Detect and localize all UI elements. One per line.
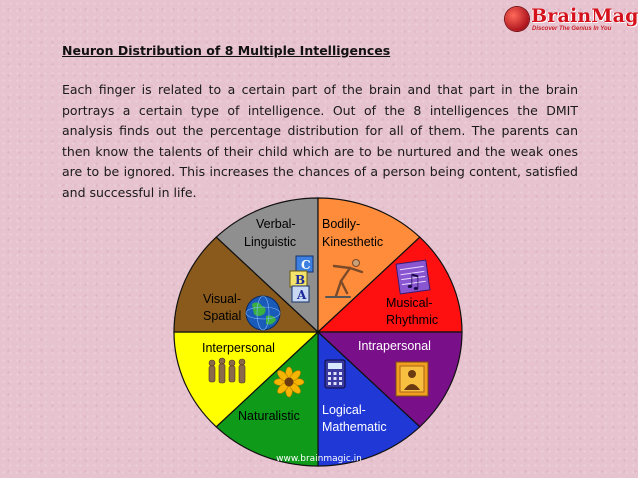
svg-text:♫: ♫ xyxy=(404,269,422,293)
music-sheet-icon: ♫ xyxy=(395,259,431,295)
globe-icon xyxy=(245,295,281,331)
description-paragraph: Each finger is related to a certain part… xyxy=(62,82,578,200)
brainmagic-logo: BrainMagic Discover The Genius In You xyxy=(505,5,638,36)
logo-brand: BrainMagic xyxy=(531,5,638,27)
label-intrapersonal: Intrapersonal xyxy=(358,339,431,353)
segment-visual xyxy=(173,236,320,333)
people-group-icon xyxy=(208,357,246,384)
segment-naturalistic xyxy=(215,330,319,467)
abc-blocks-icon: C B A xyxy=(289,255,314,303)
page-heading: Neuron Distribution of 8 Multiple Intell… xyxy=(62,43,391,58)
block-letter-a: A xyxy=(296,288,307,302)
self-portrait-icon xyxy=(395,361,429,397)
label-interpersonal: Interpersonal xyxy=(202,341,275,355)
sunflower-icon xyxy=(273,366,305,398)
block-letter-b: B xyxy=(295,273,305,287)
segment-interpersonal xyxy=(173,331,320,428)
segment-bodily xyxy=(317,197,421,334)
block-letter-c: C xyxy=(301,258,311,272)
brain-ball-icon xyxy=(505,7,529,31)
label-verbal: Verbal- Linguistic xyxy=(244,217,299,249)
label-naturalistic: Naturalistic xyxy=(238,409,300,423)
footer-url: www.brainmagic.in xyxy=(276,454,362,464)
label-visual: Visual- Spatial xyxy=(203,292,244,323)
calculator-icon xyxy=(324,359,346,389)
label-bodily: Bodily- Kinesthetic xyxy=(322,217,383,249)
label-musical: Musical- Rhythmic xyxy=(386,296,438,327)
athlete-icon xyxy=(325,259,364,298)
label-logical: Logical- Mathematic xyxy=(322,403,387,434)
segment-intrapersonal xyxy=(316,331,463,428)
logo-tagline: Discover The Genius In You xyxy=(532,26,612,32)
